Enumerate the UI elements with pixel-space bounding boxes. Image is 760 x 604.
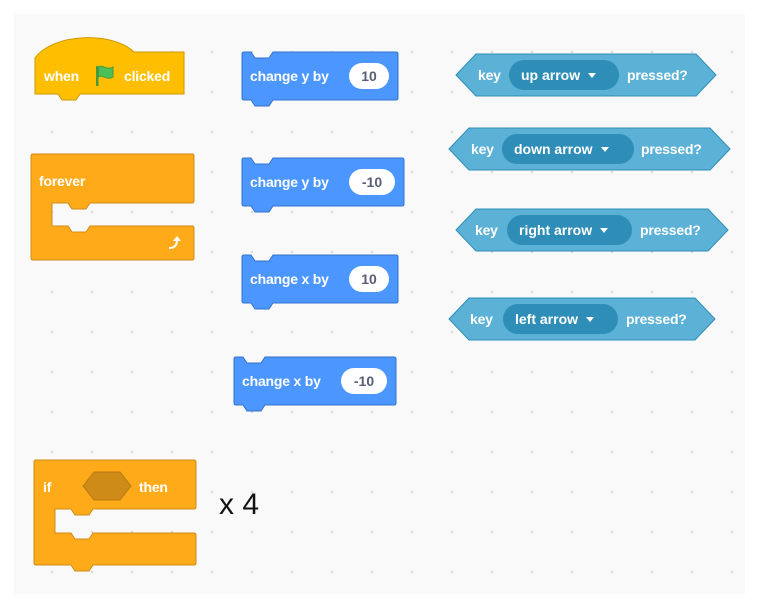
when-flag-clicked-block[interactable]: when clicked <box>34 36 186 104</box>
change-y-by-10-block[interactable]: change y by 10 <box>241 51 399 109</box>
pressed-label: pressed? <box>627 67 688 83</box>
pressed-label: pressed? <box>641 141 702 157</box>
key-option-dropdown[interactable]: down arrow <box>502 134 634 164</box>
dropdown-caret-icon <box>586 316 595 322</box>
change-x-by-neg10-block[interactable]: change x by -10 <box>233 356 399 414</box>
change-y-by-label: change y by <box>250 68 329 84</box>
if-block-multiplier: x 4 <box>219 488 260 521</box>
key-label: key <box>478 67 501 83</box>
key-option-value: left arrow <box>515 311 579 327</box>
then-label: then <box>139 479 168 495</box>
change-y-value-input[interactable]: 10 <box>349 63 389 89</box>
when-label: when <box>44 68 79 84</box>
key-down-arrow-pressed-block[interactable]: key down arrow pressed? <box>448 127 731 171</box>
change-x-by-label: change x by <box>250 271 329 287</box>
key-option-value: up arrow <box>521 67 581 83</box>
key-option-value: down arrow <box>514 141 593 157</box>
key-label: key <box>470 311 493 327</box>
boolean-slot[interactable] <box>82 471 132 501</box>
pressed-label: pressed? <box>626 311 687 327</box>
forever-block[interactable]: forever <box>30 153 196 263</box>
if-then-block[interactable]: if then <box>33 459 199 575</box>
if-label: if <box>43 479 52 495</box>
key-option-value: right arrow <box>519 222 593 238</box>
key-option-dropdown[interactable]: up arrow <box>509 60 619 90</box>
key-left-arrow-pressed-block[interactable]: key left arrow pressed? <box>448 297 716 341</box>
dropdown-caret-icon <box>600 227 609 233</box>
key-right-arrow-pressed-block[interactable]: key right arrow pressed? <box>455 208 729 252</box>
dropdown-caret-icon <box>588 72 597 78</box>
dropdown-caret-icon <box>600 146 609 152</box>
green-flag-icon <box>94 64 116 88</box>
pressed-label: pressed? <box>640 222 701 238</box>
forever-label: forever <box>39 173 86 189</box>
loop-arrow-icon <box>166 235 182 251</box>
clicked-label: clicked <box>124 68 171 84</box>
key-option-dropdown[interactable]: left arrow <box>503 304 618 334</box>
change-y-by-label: change y by <box>250 174 329 190</box>
if-then-block-shape <box>33 459 197 572</box>
forever-block-shape <box>30 153 195 261</box>
change-x-by-label: change x by <box>242 373 321 389</box>
change-y-value-input[interactable]: -10 <box>349 169 395 195</box>
change-y-by-neg10-block[interactable]: change y by -10 <box>241 157 405 215</box>
key-label: key <box>471 141 494 157</box>
change-x-by-10-block[interactable]: change x by 10 <box>241 254 399 312</box>
key-up-arrow-pressed-block[interactable]: key up arrow pressed? <box>455 53 717 97</box>
key-label: key <box>475 222 498 238</box>
change-x-value-input[interactable]: -10 <box>341 368 387 394</box>
key-option-dropdown[interactable]: right arrow <box>507 215 632 245</box>
change-x-value-input[interactable]: 10 <box>349 266 389 292</box>
